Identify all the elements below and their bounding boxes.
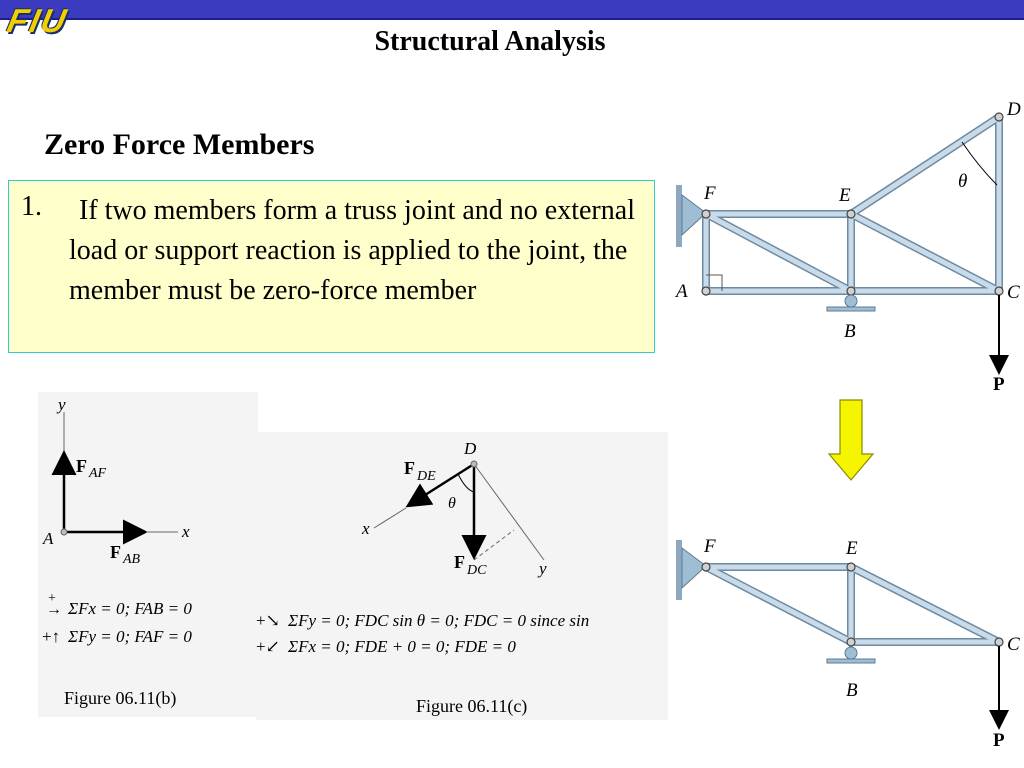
- label-B: B: [844, 321, 856, 342]
- wall-plate: [676, 185, 682, 247]
- rule-text: If two members form a truss joint and no…: [69, 195, 635, 306]
- axis-label-y: y: [56, 395, 66, 414]
- label-A: A: [42, 529, 54, 548]
- label-F: F: [703, 183, 716, 204]
- truss-diagram-top: D F E A B C θ P: [674, 99, 1021, 395]
- label-FAB: F: [110, 542, 121, 562]
- label-theta: θ: [448, 495, 456, 512]
- equation-sum-fx: ΣFx = 0; FAB = 0: [67, 599, 192, 618]
- slide-title: Structural Analysis: [374, 26, 606, 57]
- truss-diagram-bottom: F E B C P: [676, 536, 1020, 751]
- down-arrow-icon: [827, 399, 875, 481]
- label-C: C: [1007, 634, 1020, 655]
- label-P: P: [993, 374, 1005, 395]
- label-C: C: [1007, 282, 1020, 303]
- label-B: B: [846, 680, 858, 701]
- equation-sum-fy: ΣFy = 0; FAF = 0: [67, 627, 192, 646]
- label-FDC: F: [454, 552, 465, 572]
- label-E: E: [838, 185, 851, 206]
- truss-joints: [701, 562, 1004, 647]
- equation-sum-fy: ΣFy = 0; FDC sin θ = 0; FDC = 0 since si…: [287, 611, 589, 630]
- equation-sum-fx: ΣFx = 0; FDE + 0 = 0; FDE = 0: [287, 637, 516, 656]
- rule-number: 1.: [21, 191, 42, 222]
- label-FAF-sub: AF: [88, 466, 107, 481]
- top-bar: [0, 0, 1024, 18]
- rule-box: 1. If two members form a truss joint and…: [8, 180, 655, 353]
- label-FDC-sub: DC: [466, 563, 487, 578]
- label-D: D: [463, 439, 477, 458]
- label-A: A: [674, 281, 688, 302]
- label-FAF: F: [76, 456, 87, 476]
- eq1-prefix: +↘: [256, 611, 280, 630]
- eq1-prefix: +: [48, 591, 56, 606]
- label-E: E: [845, 538, 858, 559]
- axis-label-x: x: [181, 522, 190, 541]
- top-bar-rule: [0, 18, 1024, 20]
- label-P: P: [993, 730, 1005, 751]
- figure-b-free-body: y x A F AF F AB + → ΣFx = 0; FAB = 0 +↑ …: [38, 392, 258, 717]
- roller-support-B: [844, 646, 858, 660]
- label-FAB-sub: AB: [122, 552, 141, 567]
- caption-figure-c: Figure 06.11(c): [416, 696, 527, 717]
- label-FDE: F: [404, 458, 415, 478]
- label-theta: θ: [958, 171, 967, 192]
- figure-c-free-body: D x y θ F DE F DC +↘ ΣFy = 0; FDC sin θ …: [256, 432, 668, 720]
- pin-support-F: [681, 194, 707, 237]
- force-arrow-FDE: [405, 462, 475, 508]
- label-D: D: [1006, 99, 1021, 120]
- caption-figure-b: Figure 06.11(b): [64, 688, 176, 709]
- eq1-arrow: →: [46, 601, 62, 618]
- axis-label-y: y: [537, 559, 547, 578]
- section-heading: Zero Force Members: [44, 128, 315, 161]
- truss-joints: [701, 112, 1004, 296]
- eq2-prefix: +↑: [42, 627, 60, 646]
- eq2-prefix: +↙: [256, 637, 280, 656]
- roller-support-B: [844, 294, 858, 308]
- pin-support-F: [681, 547, 707, 590]
- axis-label-x: x: [361, 519, 370, 538]
- label-F: F: [703, 536, 716, 557]
- label-FDE-sub: DE: [416, 469, 436, 484]
